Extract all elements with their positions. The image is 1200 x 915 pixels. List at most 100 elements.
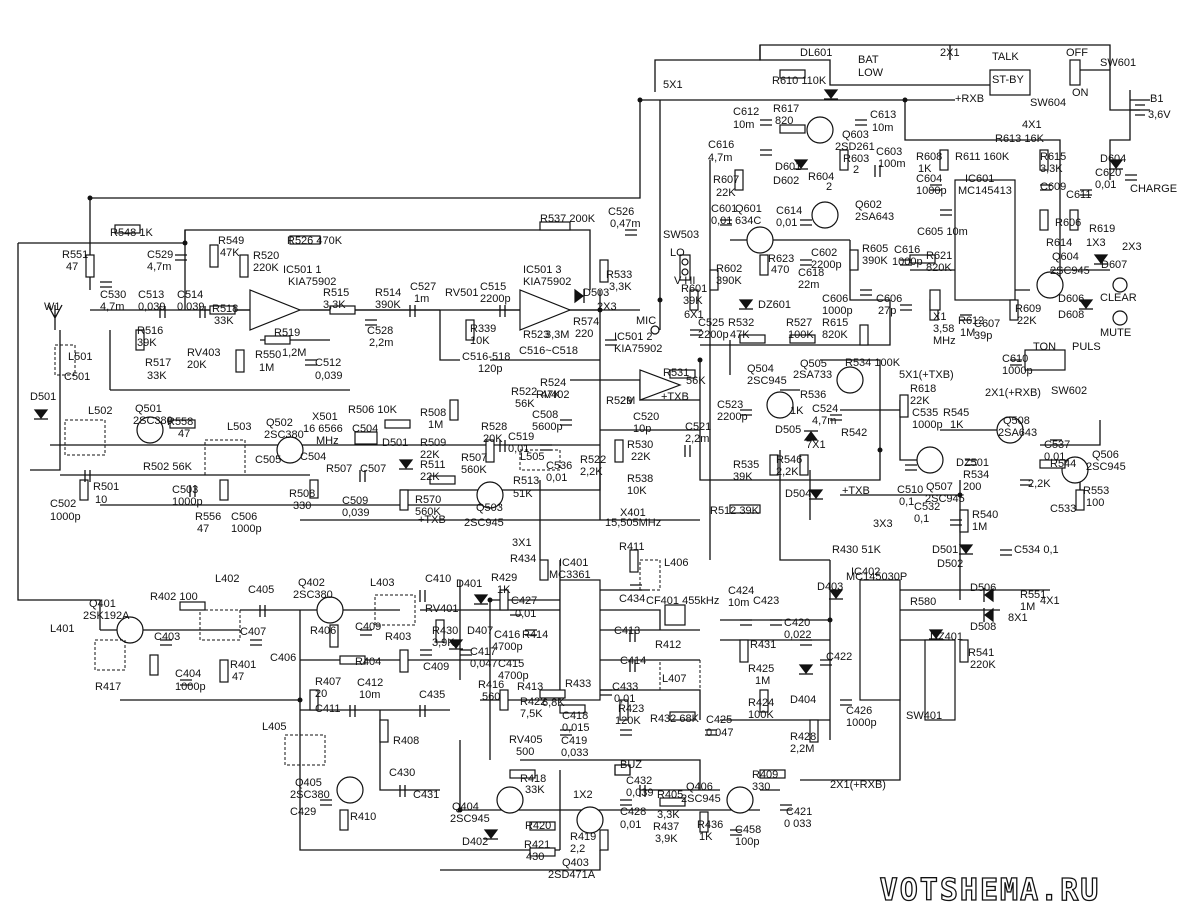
label-r419v: 2,2: [570, 843, 585, 855]
label-c618: C618: [798, 267, 824, 279]
label-r507: R507: [326, 463, 352, 475]
label-r580: R580: [910, 596, 936, 608]
label-ic5013t: KIA75902: [523, 276, 571, 288]
label-c525: C525: [698, 317, 724, 329]
label-c509v: 0,039: [342, 507, 370, 519]
label-r615b: R615: [822, 317, 848, 329]
label-x3x3: 3X3: [873, 518, 893, 530]
label-r507bv: 560K: [461, 464, 487, 476]
label-r407: R407: [315, 676, 341, 688]
label-c519: C519: [508, 431, 534, 443]
label-r613: R613 16K: [995, 133, 1045, 145]
label-c411: C411: [315, 703, 340, 715]
label-r420: R420: [525, 820, 551, 832]
label-r430b: R430 51K: [832, 544, 882, 556]
label-l505: L505: [520, 451, 544, 463]
label-c404v: 1000p: [175, 681, 206, 693]
label-r403: R403: [385, 631, 411, 643]
label-stby: ST-BY: [992, 74, 1024, 86]
label-r405: R405: [657, 789, 683, 801]
label-c420v: 0,022: [784, 629, 812, 641]
label-r533: R533: [606, 269, 632, 281]
label-r418: R418: [520, 773, 546, 785]
label-d407: D407: [467, 625, 493, 637]
label-r601: R601: [681, 283, 707, 295]
label-c409: C409: [355, 621, 381, 633]
label-c415: C415: [498, 658, 524, 670]
label-ic5012t: KIA75902: [614, 343, 662, 355]
label-c527: C527: [410, 281, 436, 293]
label-c604: C604: [916, 173, 942, 185]
label-r517: R517: [145, 357, 171, 369]
label-d502: D502: [937, 558, 963, 570]
label-c405: C405: [248, 584, 274, 596]
label-r608: R608: [916, 151, 942, 163]
label-r513v: 51K: [513, 488, 533, 500]
label-c610v: 1000p: [1002, 365, 1033, 377]
label-d608: D608: [1058, 309, 1084, 321]
label-r518v: 33K: [214, 315, 234, 327]
label-r432: R432 68K: [650, 713, 700, 725]
label-r515: R515: [323, 287, 349, 299]
label-c507: C507: [360, 463, 386, 475]
label-c524v: 4,7m: [812, 415, 836, 427]
label-q404t: 2SC945: [450, 813, 490, 825]
label-x5x1b: 5X1(+TXB): [899, 369, 954, 381]
label-r615bv: 820K: [822, 329, 848, 341]
label-c537: C537: [1044, 439, 1070, 451]
label-d508: D508: [970, 621, 996, 633]
label-r508b: R508: [289, 488, 315, 500]
label-x4x1: 4X1: [1022, 119, 1042, 131]
label-c533: C533: [1050, 503, 1076, 515]
label-hi: V HI: [674, 275, 695, 287]
label-ic601t: MC145413: [958, 185, 1012, 197]
label-r570v: 560K: [415, 506, 441, 518]
label-c515v: 2200p: [480, 293, 511, 305]
label-r540: R540: [972, 509, 998, 521]
label-c509: C509: [342, 495, 368, 507]
label-r515v: 3,3K: [323, 299, 346, 311]
label-r611: R611 160K: [955, 151, 1010, 163]
label-c506v: 1000p: [231, 523, 262, 535]
label-r570: R570: [415, 494, 441, 506]
label-r549v: 47K: [220, 247, 240, 259]
label-r531: R531: [663, 367, 689, 379]
label-x2x3b: 2X3: [597, 301, 617, 313]
label-r601v: 39K: [683, 295, 703, 307]
label-x1x2: 1X2: [573, 789, 593, 801]
label-dz501: DZ501: [956, 457, 989, 469]
label-r540v: 1M: [972, 521, 987, 533]
label-l501: L501: [68, 351, 92, 363]
label-q505t: 2SA733: [793, 369, 832, 381]
label-r421v: 430: [526, 851, 544, 863]
label-r532v: 47K: [730, 329, 750, 341]
label-r526: R526 470K: [287, 235, 343, 247]
label-ic5012: IC501 2: [614, 331, 653, 343]
label-buz: BUZ: [620, 759, 642, 771]
label-rv403: RV403: [187, 347, 220, 359]
label-c418: C418: [562, 710, 588, 722]
label-c524: C524: [812, 403, 838, 415]
label-r538: R538: [627, 473, 653, 485]
label-r614: R614: [1046, 237, 1072, 249]
label-ic401t: MC3361: [549, 569, 591, 581]
label-ton: TON: [1033, 341, 1056, 353]
label-c527v: 1m: [414, 293, 429, 305]
label-sw602: SW602: [1051, 385, 1087, 397]
label-r602: R602: [716, 263, 742, 275]
label-c535: C535: [912, 407, 938, 419]
label-r619: R619: [1089, 223, 1115, 235]
label-r604v: 2: [826, 181, 832, 193]
label-c523: C523: [717, 399, 743, 411]
label-d401: D401: [456, 578, 482, 590]
label-c419: C419: [561, 735, 587, 747]
label-q404: Q404: [452, 801, 479, 813]
label-q406: Q406: [686, 781, 713, 793]
label-r527v: 100K: [788, 329, 814, 341]
label-cf401: CF401 455kHz: [646, 595, 719, 607]
label-q503: Q503: [476, 502, 503, 514]
label-r534: R534 100K: [845, 357, 901, 369]
label-r514: R514: [375, 287, 401, 299]
label-q603t: 2SD261: [835, 141, 875, 153]
